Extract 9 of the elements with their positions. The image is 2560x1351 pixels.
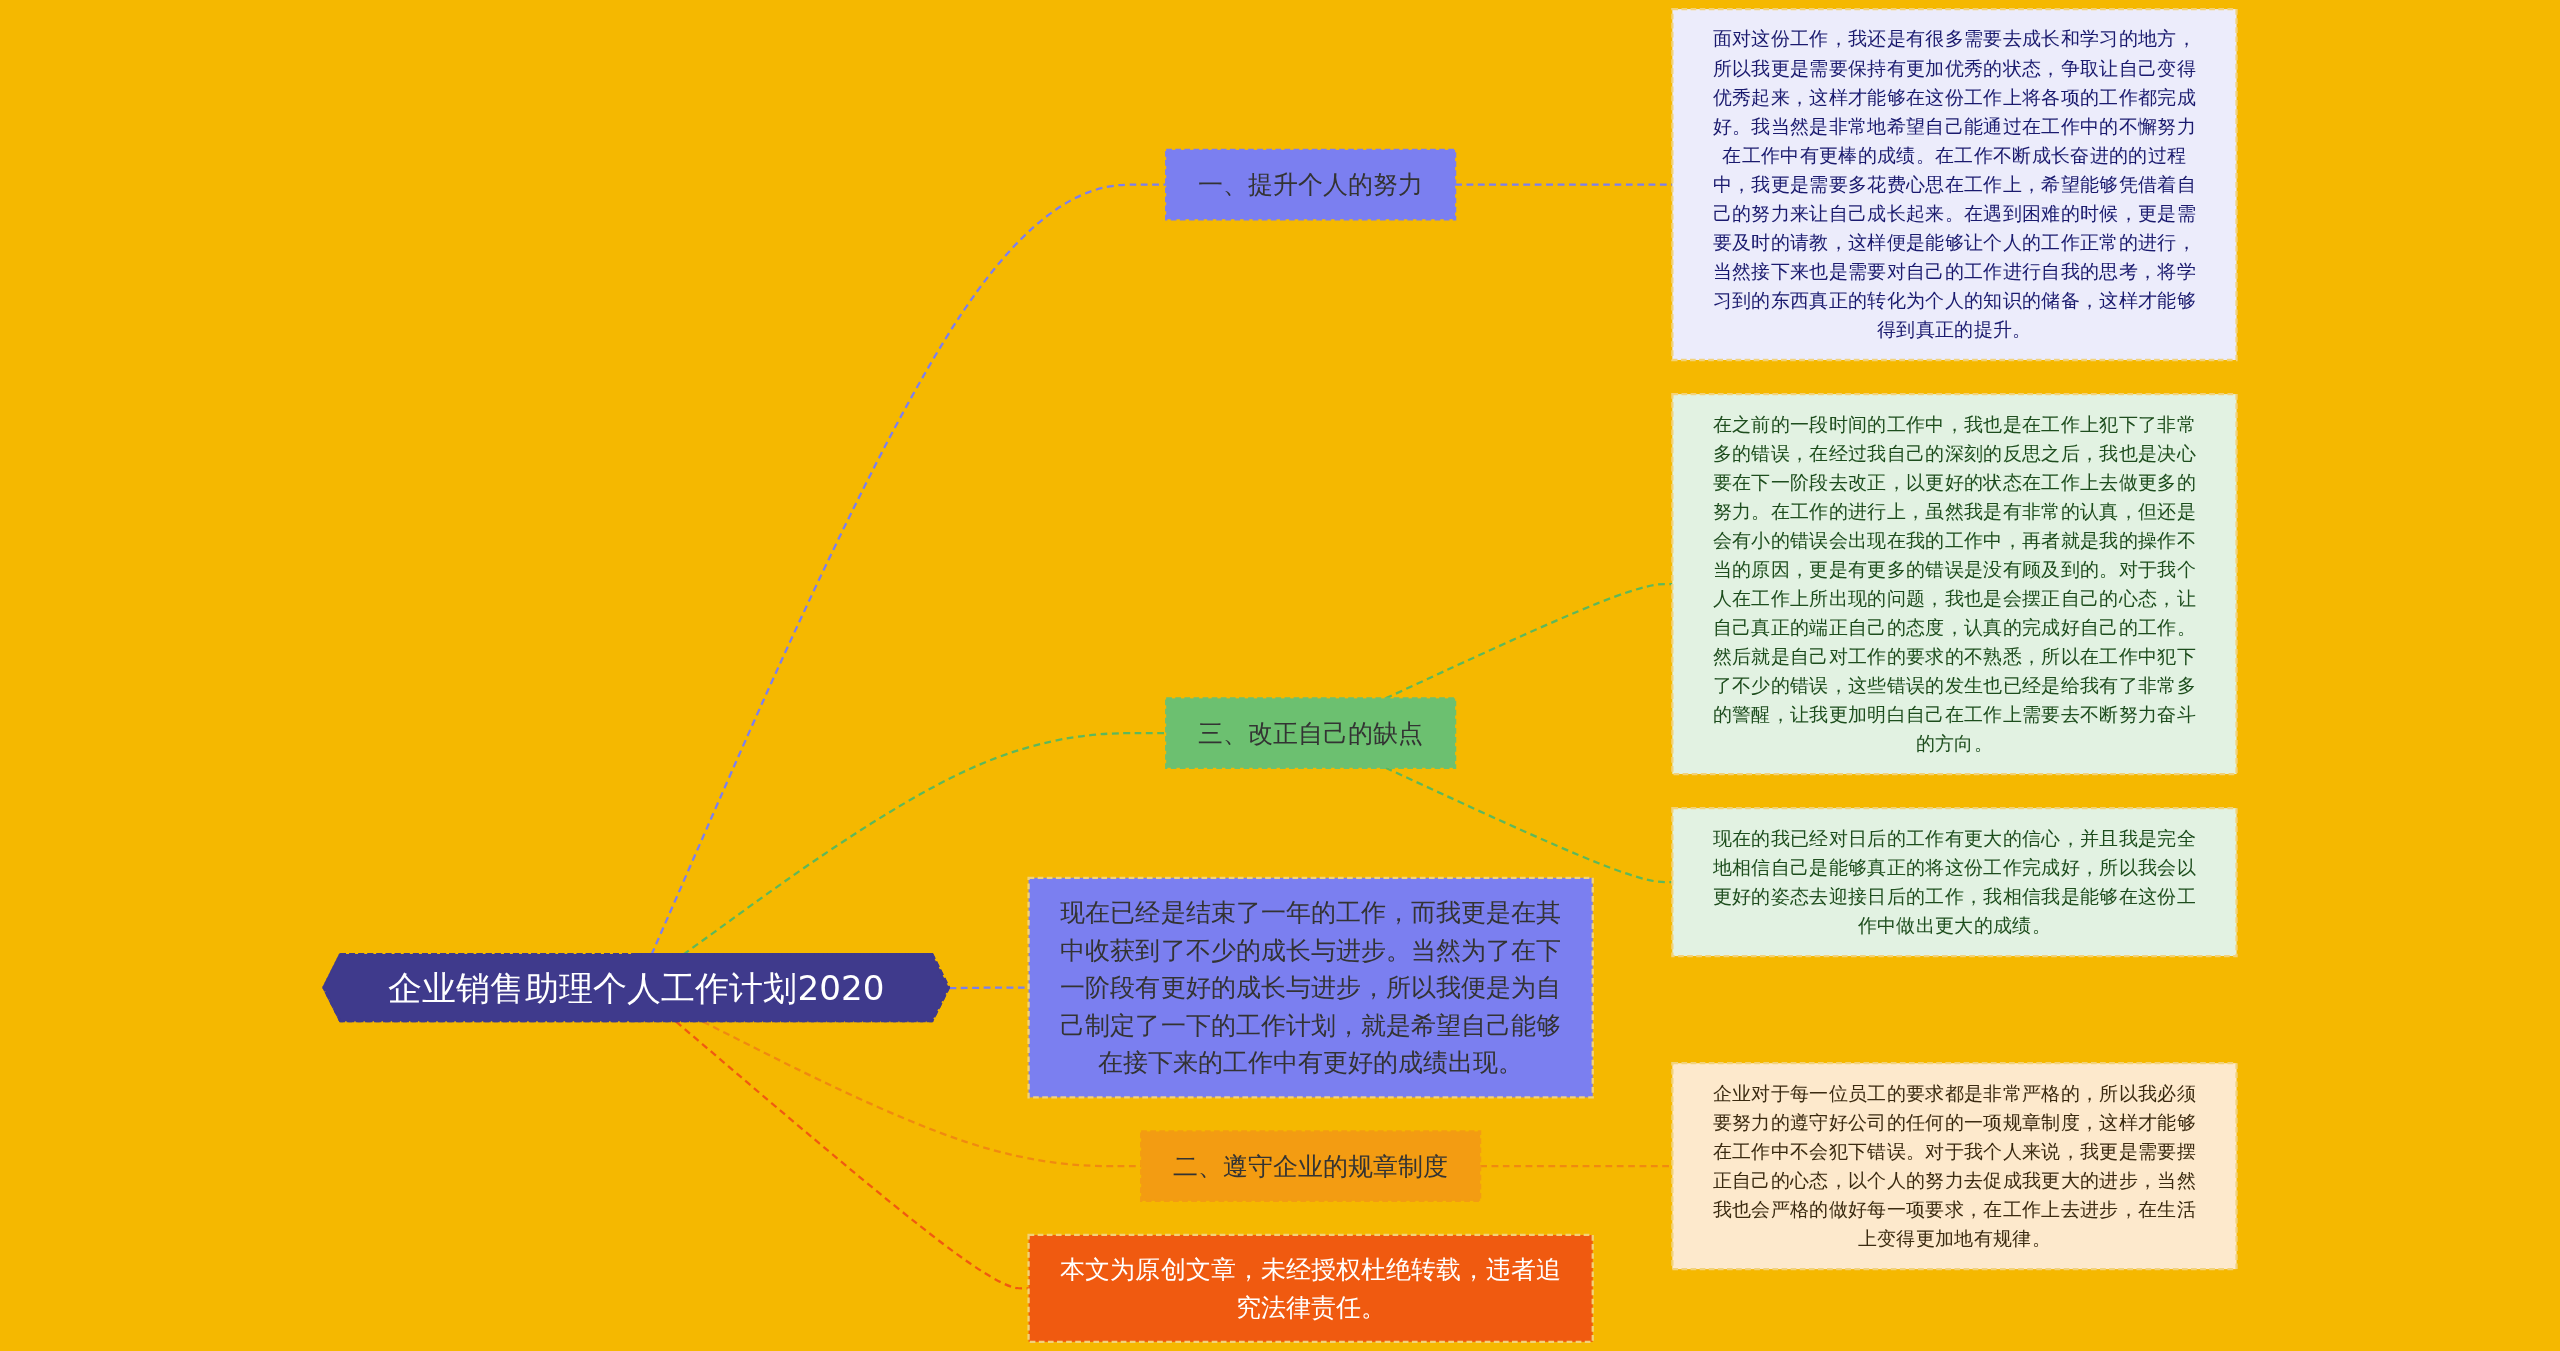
node-box: 本文为原创文章，未经授权杜绝转载，违者追究法律责任。 — [1027, 1233, 1594, 1344]
node-box: 面对这份工作，我还是有很多需要去成长和学习的地方，所以我更是需要保持有更加优秀的状态，争取让自己变得优秀起来，这样才能够在这份工作上将各项的工作都完成好。我当然是非常地希望自己能通过在工作中的不懈努力在工作中有更棒的成绩。在工作不断成长奋进的的过程中，我更是需要多花费心思在工作上，希望能够凭借着自己的努力来让自己成长起来。在遇到困难的时候，更是需要及时的请教，这样便是能够让个人的工作正常的进行，当然接下来也是需要对自己的工作进行自我的思考，将学习到的东西真正的转化为个人的知识的储备，这样才能够得到真正的提升。 — [1671, 7, 2238, 362]
node-box: 企业对于每一位员工的要求都是非常严格的，所以我必须要努力的遵守好公司的任何的一项规章制度，这样才能够在工作中不会犯下错误。对于我个人来说，我更是需要摆正自己的心态，以个人的努力去促成我更大的进步，当然我也会严格的做好每一项要求，在工作上去进步，在生活上变得更加地有规律。 — [1671, 1062, 2238, 1271]
node-box: 在之前的一段时间的工作中，我也是在工作上犯下了非常多的错误，在经过我自己的深刻的反思之后，我也是决心要在下一阶段去改正，以更好的状态在工作上去做更多的努力。在工作的进行上，虽然我是有非常的认真，但还是会有小的错误会出现在我的工作中，再者就是我的操作不当的原因，更是有更多的错误是没有顾及到的。对于我个人在工作上所出现的问题，我也是会摆正自己的心态，让自己真正的端正自己的态度，认真的完成好自己的工作。然后就是自己对工作的要求的不熟悉，所以在工作中犯下了不少的错误，这些错误的发生也已经是给我有了非常多的警醒，让我更加明白自己在工作上需要去不断努力奋斗的方向。 — [1671, 393, 2238, 776]
node-box: 二、遵守企业的规章制度 — [1140, 1130, 1482, 1202]
node-box: 现在的我已经对日后的工作有更大的信心，并且我是完全地相信自己是能够真正的将这份工作完成好，所以我会以更好的姿态去迎接日后的工作，我相信我是能够在这份工作中做出更大的成绩。 — [1671, 807, 2238, 958]
node-box: 一、提升个人的努力 — [1165, 148, 1457, 221]
node-box: 三、改正自己的缺点 — [1165, 697, 1457, 769]
node-box: 现在已经是结束了一年的工作，而我更是在其中收获到了不少的成长与进步。当然为了在下一阶段有更好的成长与进步，所以我便是为自己制定了一下的工作计划，就是希望自己能够在接下来的工作中有更好的成绩出现。 — [1027, 876, 1594, 1099]
